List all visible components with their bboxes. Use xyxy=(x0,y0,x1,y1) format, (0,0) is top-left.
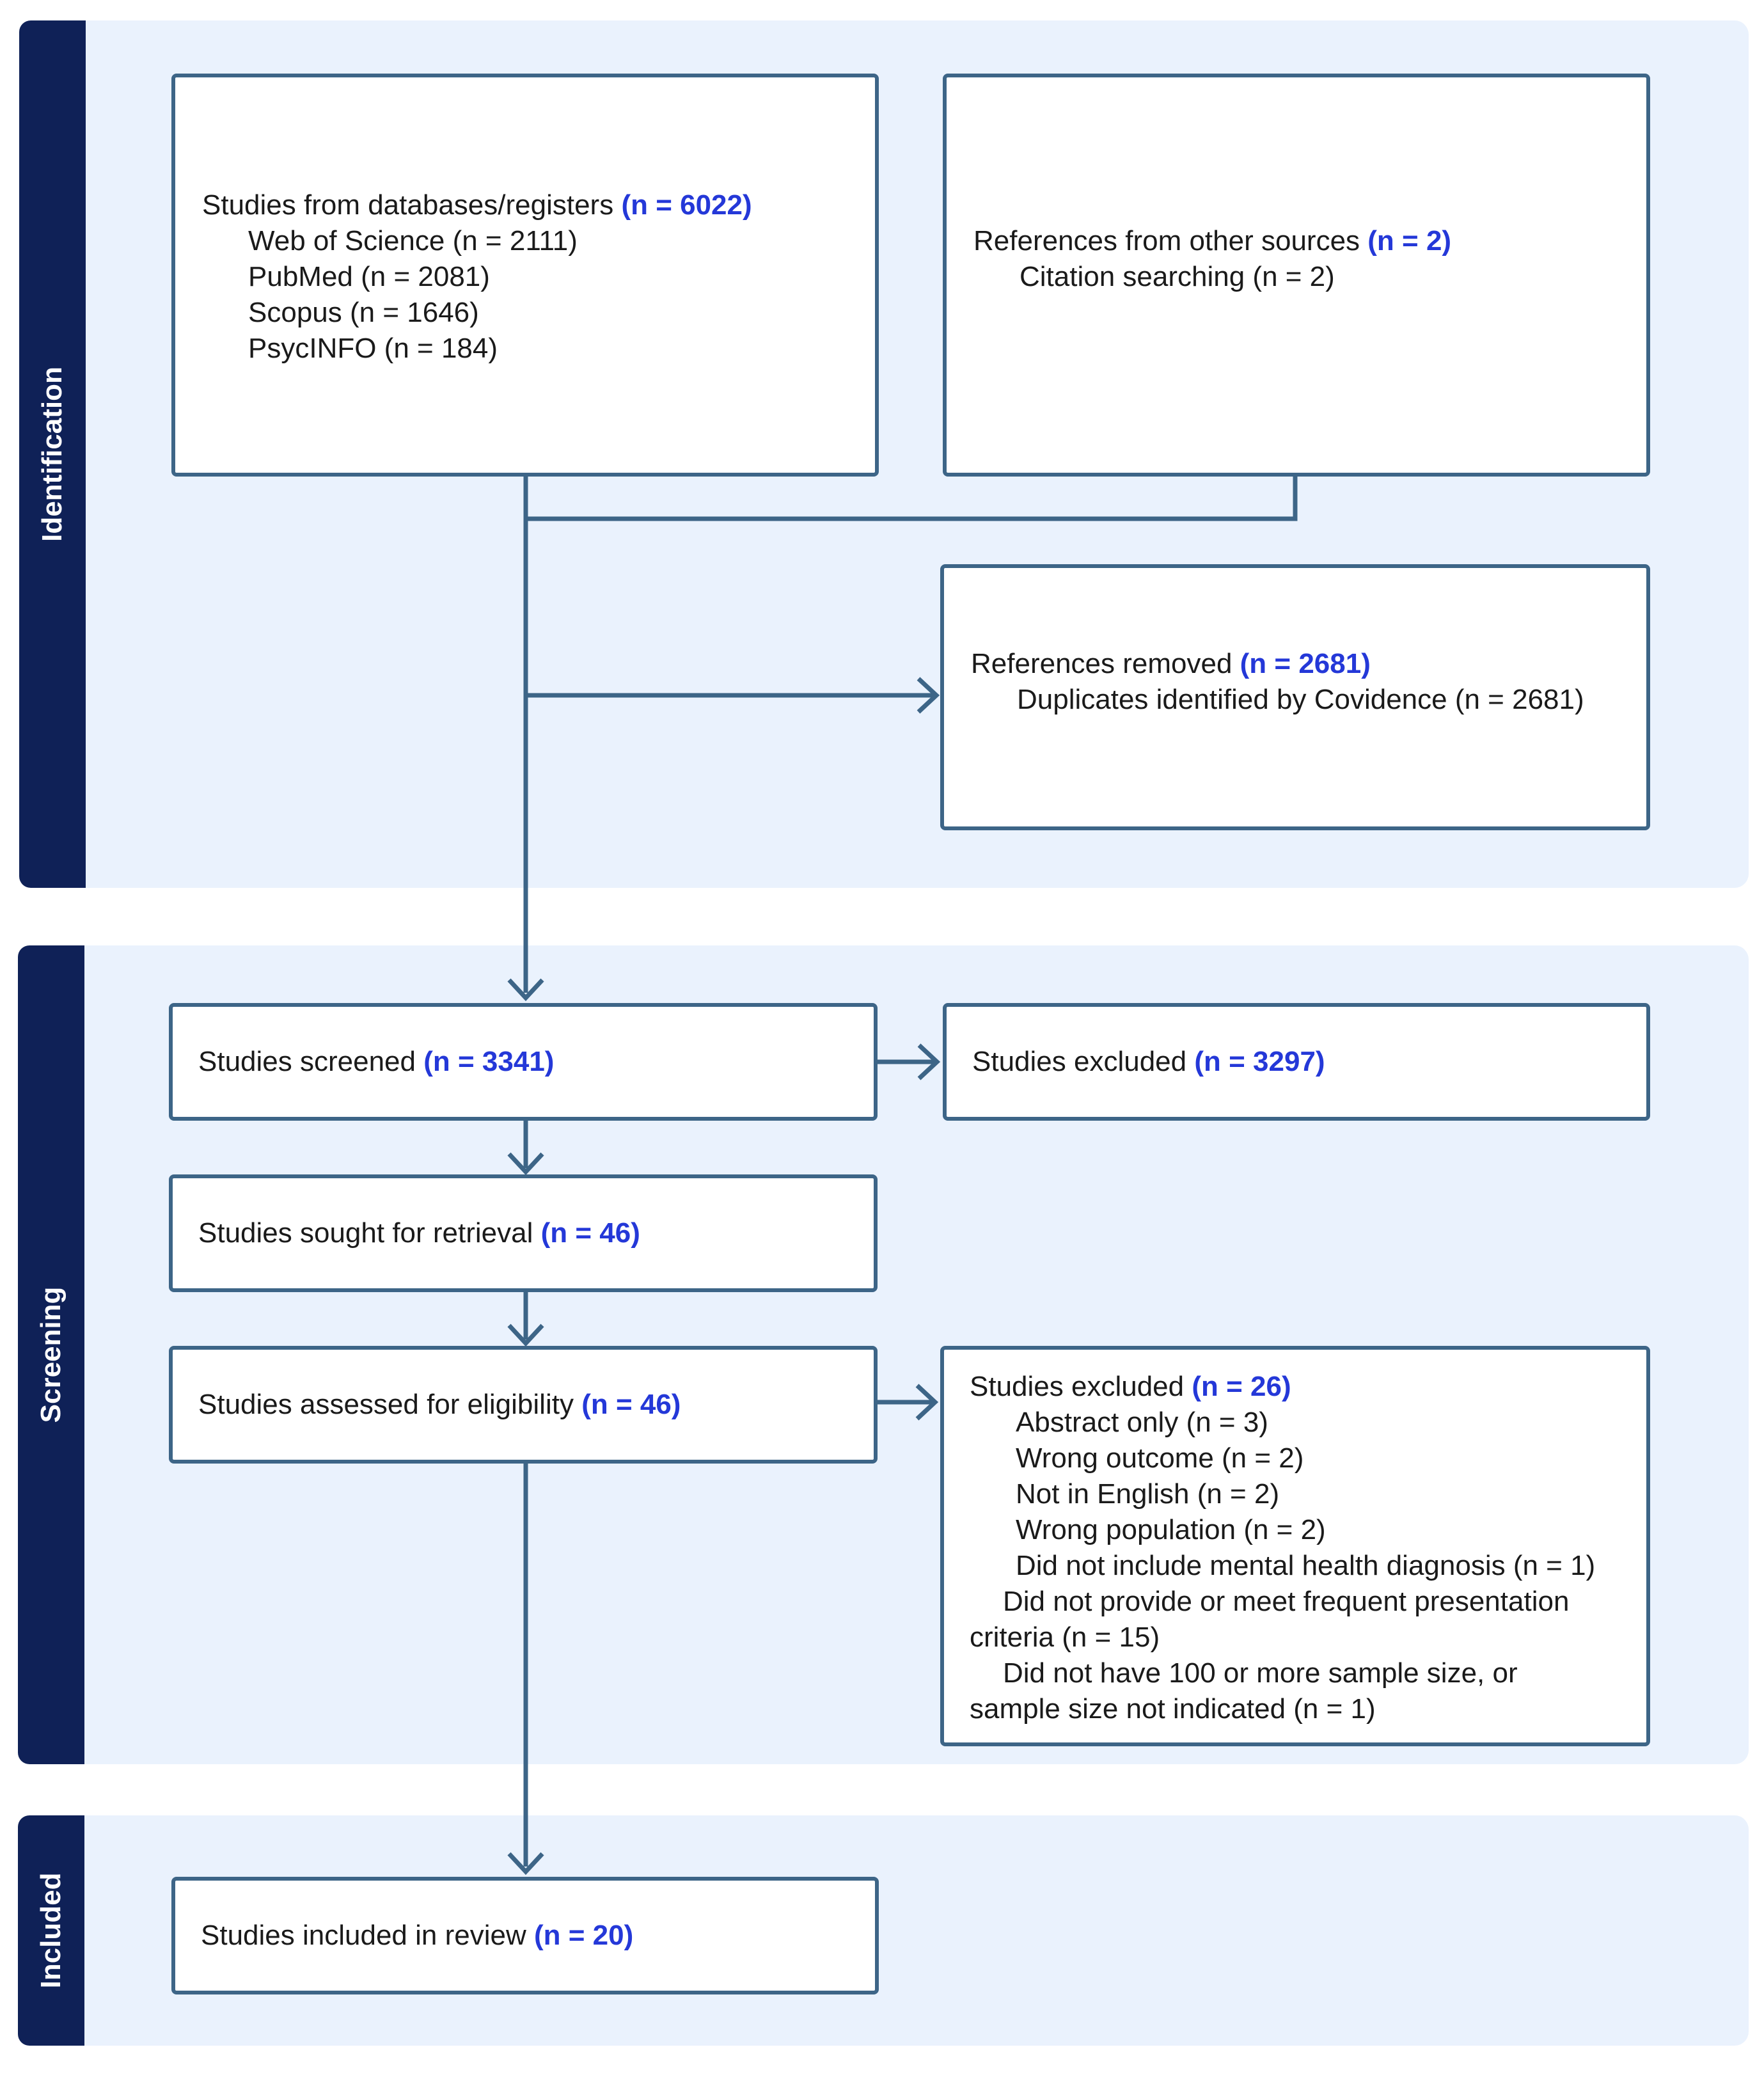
excluded-screen-title: Studies excluded xyxy=(972,1046,1187,1077)
other-sources-title-line: References from other sources (n = 2) xyxy=(973,223,1621,259)
screened-box: Studies screened (n = 3341) xyxy=(169,1003,878,1121)
excluded-full-title: Studies excluded xyxy=(970,1371,1185,1402)
removed-count: (n = 2681) xyxy=(1240,648,1371,679)
databases-count: (n = 6022) xyxy=(621,189,752,221)
other-sources-count: (n = 2) xyxy=(1367,225,1452,257)
identification-bar: Identification xyxy=(19,20,86,888)
databases-item: Scopus (n = 1646) xyxy=(248,297,479,328)
included-label: Included xyxy=(35,1872,67,1989)
removed-box: References removed (n = 2681) Duplicates… xyxy=(940,564,1650,830)
excluded-reason-wrapped: Did not have 100 or more sample size, or… xyxy=(970,1657,1518,1725)
excluded-reason: Did not include mental health diagnosis … xyxy=(1016,1550,1596,1581)
included-bar: Included xyxy=(18,1815,84,2046)
excluded-reason: Not in English (n = 2) xyxy=(1016,1478,1280,1510)
screening-label: Screening xyxy=(35,1286,67,1423)
excluded-full-box: Studies excluded (n = 26) Abstract only … xyxy=(940,1346,1650,1746)
eligibility-title-line: Studies assessed for eligibility (n = 46… xyxy=(198,1387,848,1423)
databases-item: PubMed (n = 2081) xyxy=(248,261,490,292)
included-count: (n = 20) xyxy=(533,1920,634,1951)
removed-title-line: References removed (n = 2681) xyxy=(971,646,1621,682)
retrieval-title-line: Studies sought for retrieval (n = 46) xyxy=(198,1215,848,1251)
excluded-full-title-line: Studies excluded (n = 26) xyxy=(970,1369,1608,1405)
screening-bar: Screening xyxy=(18,945,84,1764)
excluded-screen-count: (n = 3297) xyxy=(1194,1046,1325,1077)
excluded-reason: Wrong outcome (n = 2) xyxy=(1016,1442,1304,1474)
eligibility-title: Studies assessed for eligibility xyxy=(198,1389,574,1420)
databases-title: Studies from databases/registers xyxy=(202,189,614,221)
eligibility-box: Studies assessed for eligibility (n = 46… xyxy=(169,1346,878,1464)
retrieval-title: Studies sought for retrieval xyxy=(198,1217,533,1249)
excluded-reason-wrapped: Did not provide or meet frequent present… xyxy=(970,1586,1570,1653)
screened-title-line: Studies screened (n = 3341) xyxy=(198,1044,848,1080)
excluded-screen-title-line: Studies excluded (n = 3297) xyxy=(972,1044,1621,1080)
excluded-reason: Abstract only (n = 3) xyxy=(1016,1407,1268,1438)
removed-title: References removed xyxy=(971,648,1232,679)
included-title-line: Studies included in review (n = 20) xyxy=(201,1918,849,1954)
other-sources-title: References from other sources xyxy=(973,225,1360,257)
removed-item: Duplicates identified by Covidence (n = … xyxy=(1017,684,1584,715)
screened-count: (n = 3341) xyxy=(423,1046,555,1077)
excluded-reason: Wrong population (n = 2) xyxy=(1016,1514,1326,1545)
retrieval-count: (n = 46) xyxy=(540,1217,640,1249)
other-sources-box: References from other sources (n = 2) Ci… xyxy=(943,74,1650,477)
databases-box: Studies from databases/registers (n = 60… xyxy=(171,74,879,477)
screened-title: Studies screened xyxy=(198,1046,416,1077)
excluded-screen-box: Studies excluded (n = 3297) xyxy=(943,1003,1650,1121)
databases-title-line: Studies from databases/registers (n = 60… xyxy=(202,187,849,223)
included-box: Studies included in review (n = 20) xyxy=(171,1877,879,1994)
retrieval-box: Studies sought for retrieval (n = 46) xyxy=(169,1174,878,1292)
excluded-full-count: (n = 26) xyxy=(1192,1371,1291,1402)
included-title: Studies included in review xyxy=(201,1920,526,1951)
other-sources-item: Citation searching (n = 2) xyxy=(1020,261,1335,292)
identification-label: Identification xyxy=(36,367,68,542)
eligibility-count: (n = 46) xyxy=(581,1389,681,1420)
databases-item: Web of Science (n = 2111) xyxy=(248,225,578,257)
databases-item: PsycINFO (n = 184) xyxy=(248,333,498,364)
